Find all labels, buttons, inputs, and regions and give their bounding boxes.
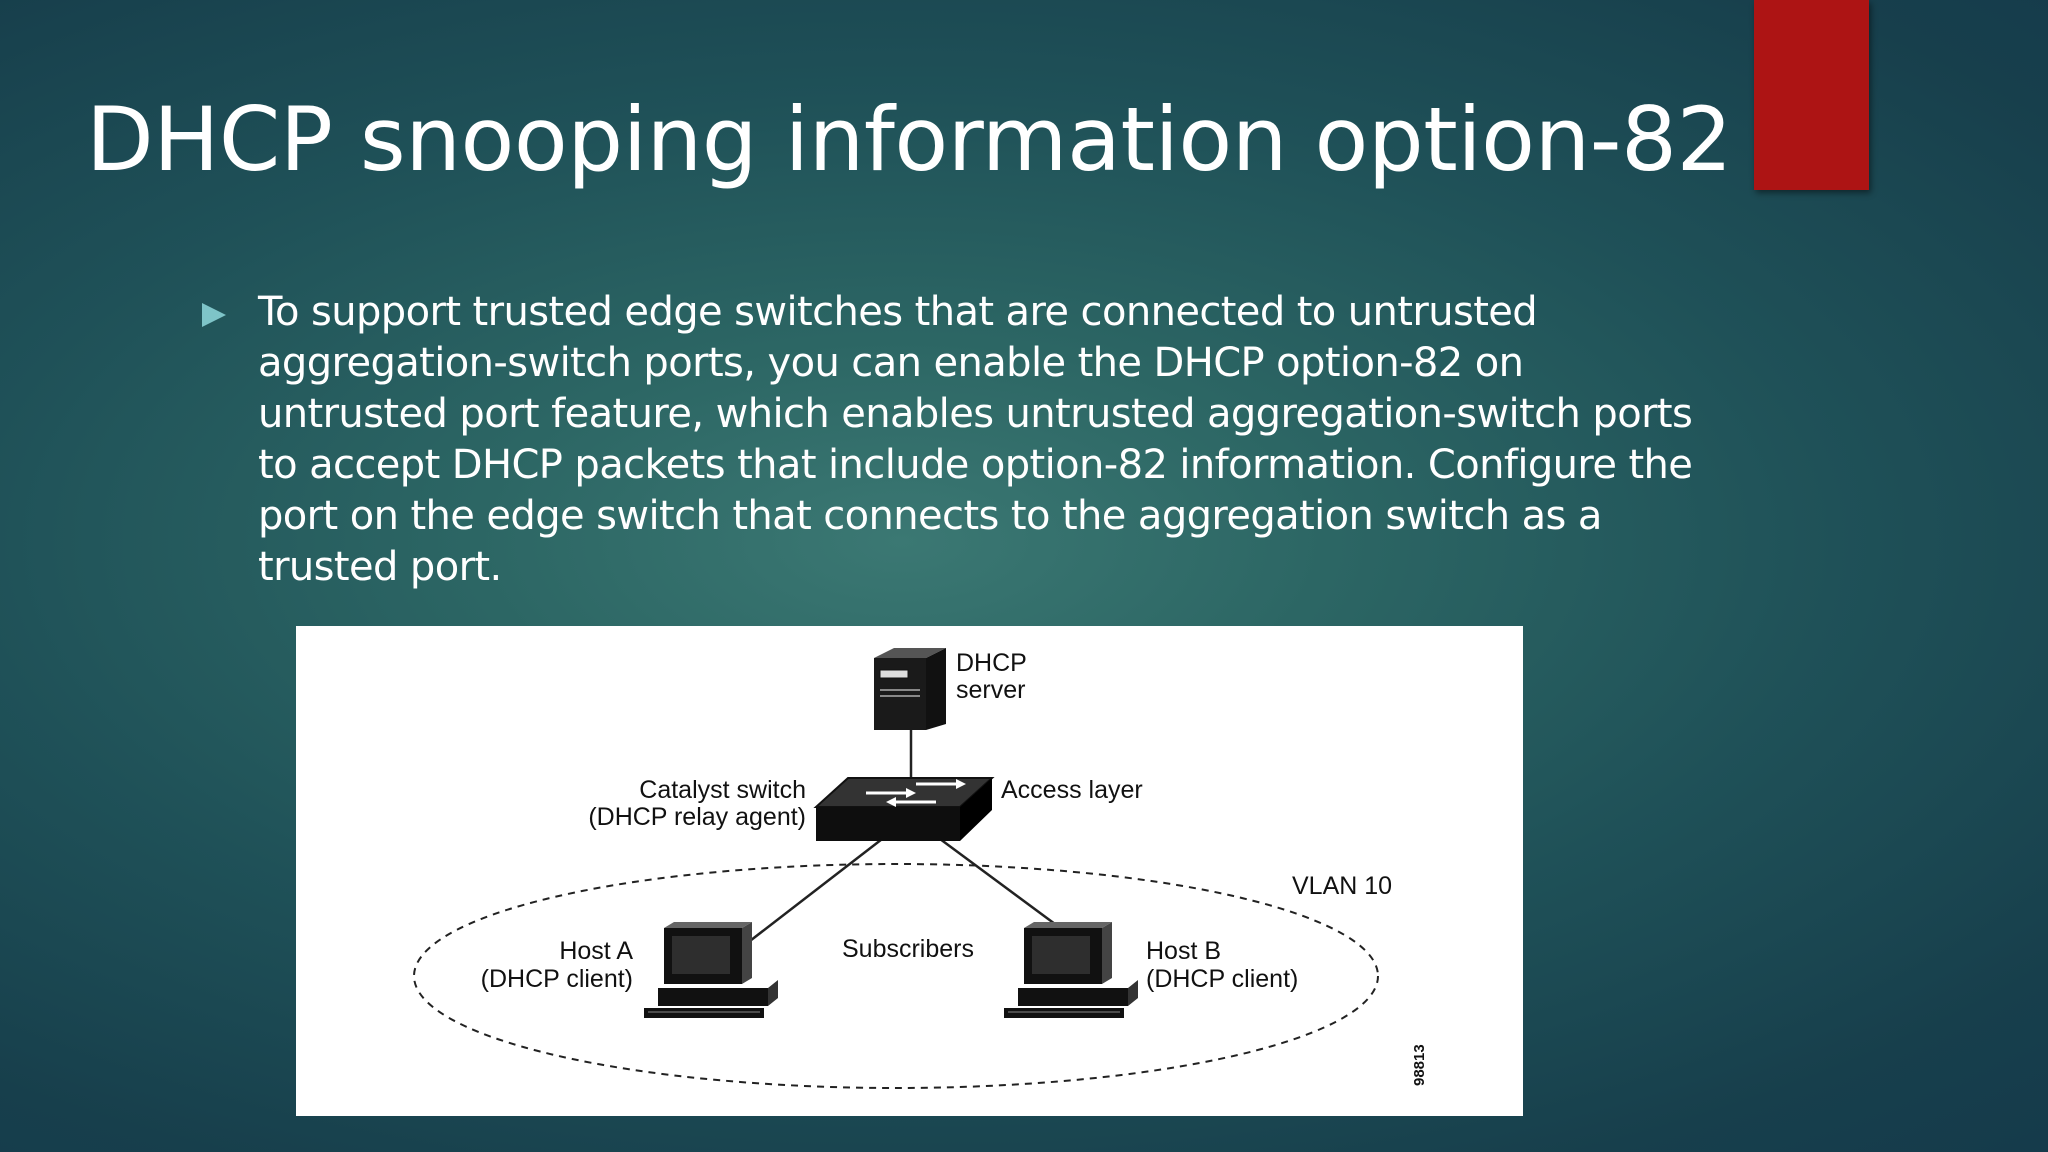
network-diagram-svg: DHCP server Catalyst switch (DHCP relay … xyxy=(413,648,1428,1089)
bullet-text: To support trusted edge switches that ar… xyxy=(258,289,1693,590)
host-a-label-line2: (DHCP client) xyxy=(481,965,633,993)
server-label-line1: DHCP xyxy=(956,649,1027,677)
host-b-label-line1: Host B xyxy=(1146,937,1221,965)
figure-id-label: 98813 xyxy=(1411,1044,1428,1086)
vlan-boundary xyxy=(413,863,1379,1089)
slide-title: DHCP snooping information option-82 xyxy=(86,88,1733,191)
vlan-label: VLAN 10 xyxy=(1292,872,1392,900)
host-b-computer-icon xyxy=(1004,922,1138,1018)
triangle-bullet-icon xyxy=(202,303,226,327)
switch-to-host-a-link xyxy=(745,835,887,945)
server-icon xyxy=(874,648,946,730)
switch-icon xyxy=(813,777,995,841)
switch-label-line2: (DHCP relay agent) xyxy=(588,803,806,831)
switch-label-line1: Catalyst switch xyxy=(639,776,806,804)
accent-bar xyxy=(1754,0,1869,190)
host-a-label-line1: Host A xyxy=(559,937,633,965)
server-label-line2: server xyxy=(956,676,1025,704)
access-layer-label: Access layer xyxy=(1001,776,1143,804)
host-a-computer-icon xyxy=(644,922,778,1018)
subscribers-label: Subscribers xyxy=(842,935,974,963)
host-b-label-line2: (DHCP client) xyxy=(1146,965,1298,993)
network-diagram: DHCP server Catalyst switch (DHCP relay … xyxy=(296,626,1523,1116)
